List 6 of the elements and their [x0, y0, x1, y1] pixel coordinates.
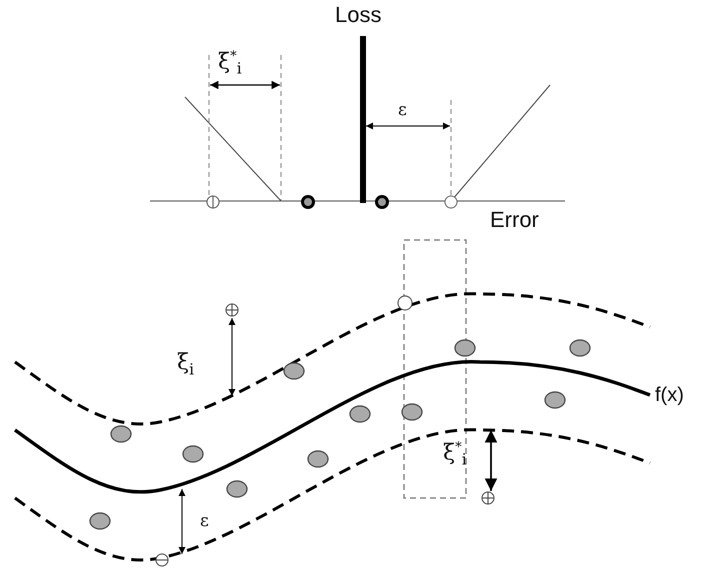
math-symbol: ε — [398, 102, 407, 119]
axis-label: Loss — [335, 4, 382, 26]
function-label: f(x) — [655, 385, 684, 405]
math-symbol: ξ$_{i}$ — [177, 352, 194, 378]
math-symbol: ε — [200, 513, 209, 530]
axis-label: Error — [490, 209, 539, 231]
